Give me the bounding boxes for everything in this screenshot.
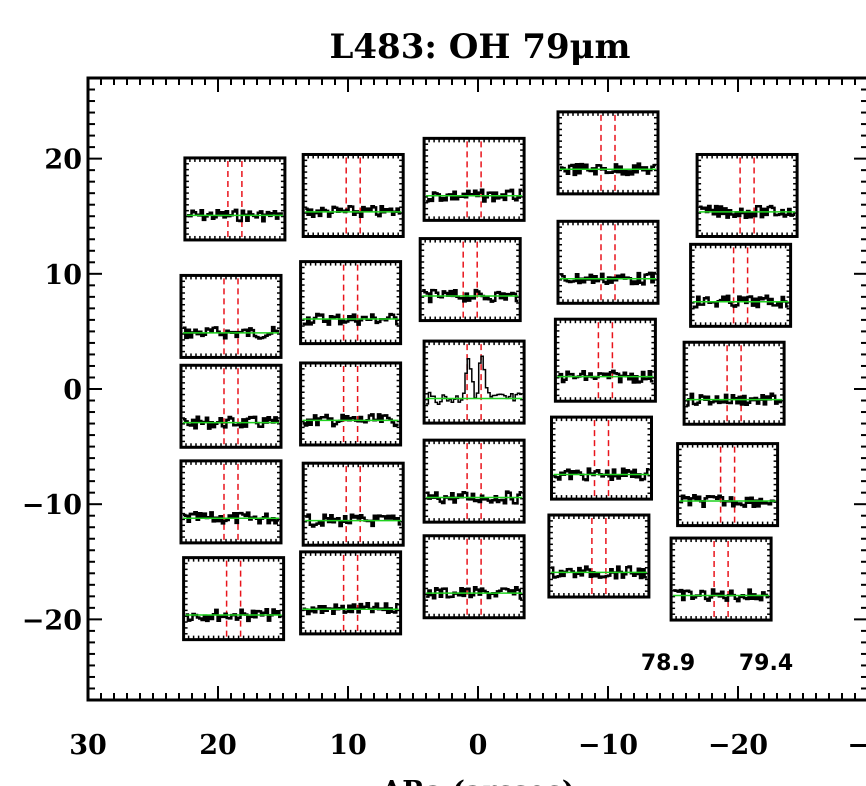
spaxel-spectrum: [669, 536, 773, 622]
spaxel-spectrum: [301, 461, 405, 547]
y-tick-label: 0: [63, 375, 82, 406]
spaxel-spectrum: [695, 152, 799, 238]
spectrum-trace: [426, 188, 523, 203]
spectrum-trace: [550, 565, 647, 580]
x-tick-label: −20: [708, 730, 768, 761]
spaxel-spectrum: [418, 237, 522, 323]
spaxel-spectrum: [301, 152, 405, 238]
spaxel-frame: [556, 219, 660, 305]
spaxel-frame: [689, 242, 793, 328]
spaxel-frame: [422, 438, 526, 524]
spaxel-frame: [179, 363, 283, 449]
spaxel-frame: [418, 237, 522, 323]
spectrum-trace: [560, 162, 656, 177]
spaxel-spectrum: [553, 317, 657, 403]
spaxel-frame: [183, 156, 287, 242]
spectrum-trace: [426, 585, 523, 600]
spaxel-frame: [179, 459, 283, 545]
spectrum-trace: [673, 588, 770, 603]
y-tick-label: 10: [44, 260, 82, 291]
x-tick-label: 30: [69, 730, 107, 761]
spaxel-spectrum: [689, 242, 793, 328]
spaxel-spectrum: [183, 156, 287, 242]
spaxel-frame: [299, 361, 403, 447]
spectrum-trace: [686, 392, 783, 407]
spaxel-spectrum: [422, 438, 526, 524]
x-tick-label: 0: [469, 730, 488, 761]
spaxel-spectrum: [676, 442, 780, 528]
spectrum-trace: [183, 415, 279, 430]
spaxel-frame: [422, 534, 526, 620]
x-tick-label: 20: [199, 730, 237, 761]
spaxel-spectrum: [422, 136, 526, 222]
spaxel-spectrum: [547, 513, 651, 599]
spaxel-frame: [550, 415, 653, 501]
spaxel-spectrum: [556, 110, 660, 196]
spaxel-spectrum: [179, 459, 283, 545]
y-tick-label: −20: [22, 605, 82, 636]
spaxel-frame: [422, 136, 526, 222]
spaxel-frame: [299, 550, 403, 636]
spaxel-spectrum: [550, 415, 653, 501]
x-tick-label: −3: [847, 730, 866, 761]
x-axis-label: ΔRa (arcsec): [381, 776, 574, 786]
spaxel-spectrum: [299, 550, 403, 636]
spaxel-spectrum: [179, 363, 283, 449]
spaxel-spectrum: [182, 556, 286, 642]
spaxel-frame: [669, 536, 773, 622]
spaxel-spectrum: [682, 340, 786, 426]
inset-wavelength-label-min: 78.9: [641, 651, 695, 676]
spaxel-spectrum: [422, 534, 526, 620]
spaxel-frame: [301, 461, 405, 547]
spectrum-trace: [699, 204, 796, 220]
spaxel-spectrum: [556, 219, 660, 305]
x-tick-label: 10: [329, 730, 367, 761]
inset-wavelength-label-max: 79.4: [739, 651, 793, 676]
spaxel-frame: [301, 152, 405, 238]
spectrum-trace: [553, 467, 650, 482]
spectrum-trace: [560, 271, 656, 286]
spaxel-frame: [695, 152, 799, 238]
chart-title: L483: OH 79μm: [329, 27, 630, 67]
spaxel-frame: [299, 260, 403, 346]
spectrum-trace: [305, 513, 402, 528]
spaxel-frame: [547, 513, 651, 599]
spaxel-frame: [182, 556, 286, 642]
spaxel-spectrum: [299, 361, 403, 447]
spaxel-frame: [682, 340, 786, 426]
spaxel-frame: [179, 273, 283, 359]
spaxel-spectrum: [422, 339, 526, 425]
spaxel-spectrum: [179, 273, 283, 359]
y-tick-label: −10: [22, 490, 82, 521]
spaxel-frame: [676, 442, 780, 528]
spaxel-frame: [556, 110, 660, 196]
spectrum-trace: [692, 294, 789, 309]
spaxel-frame: [553, 317, 657, 403]
x-tick-label: −10: [578, 730, 638, 761]
spectrum-trace: [186, 208, 283, 223]
spaxel-spectrum: [299, 260, 403, 346]
y-tick-label: 20: [44, 145, 82, 176]
